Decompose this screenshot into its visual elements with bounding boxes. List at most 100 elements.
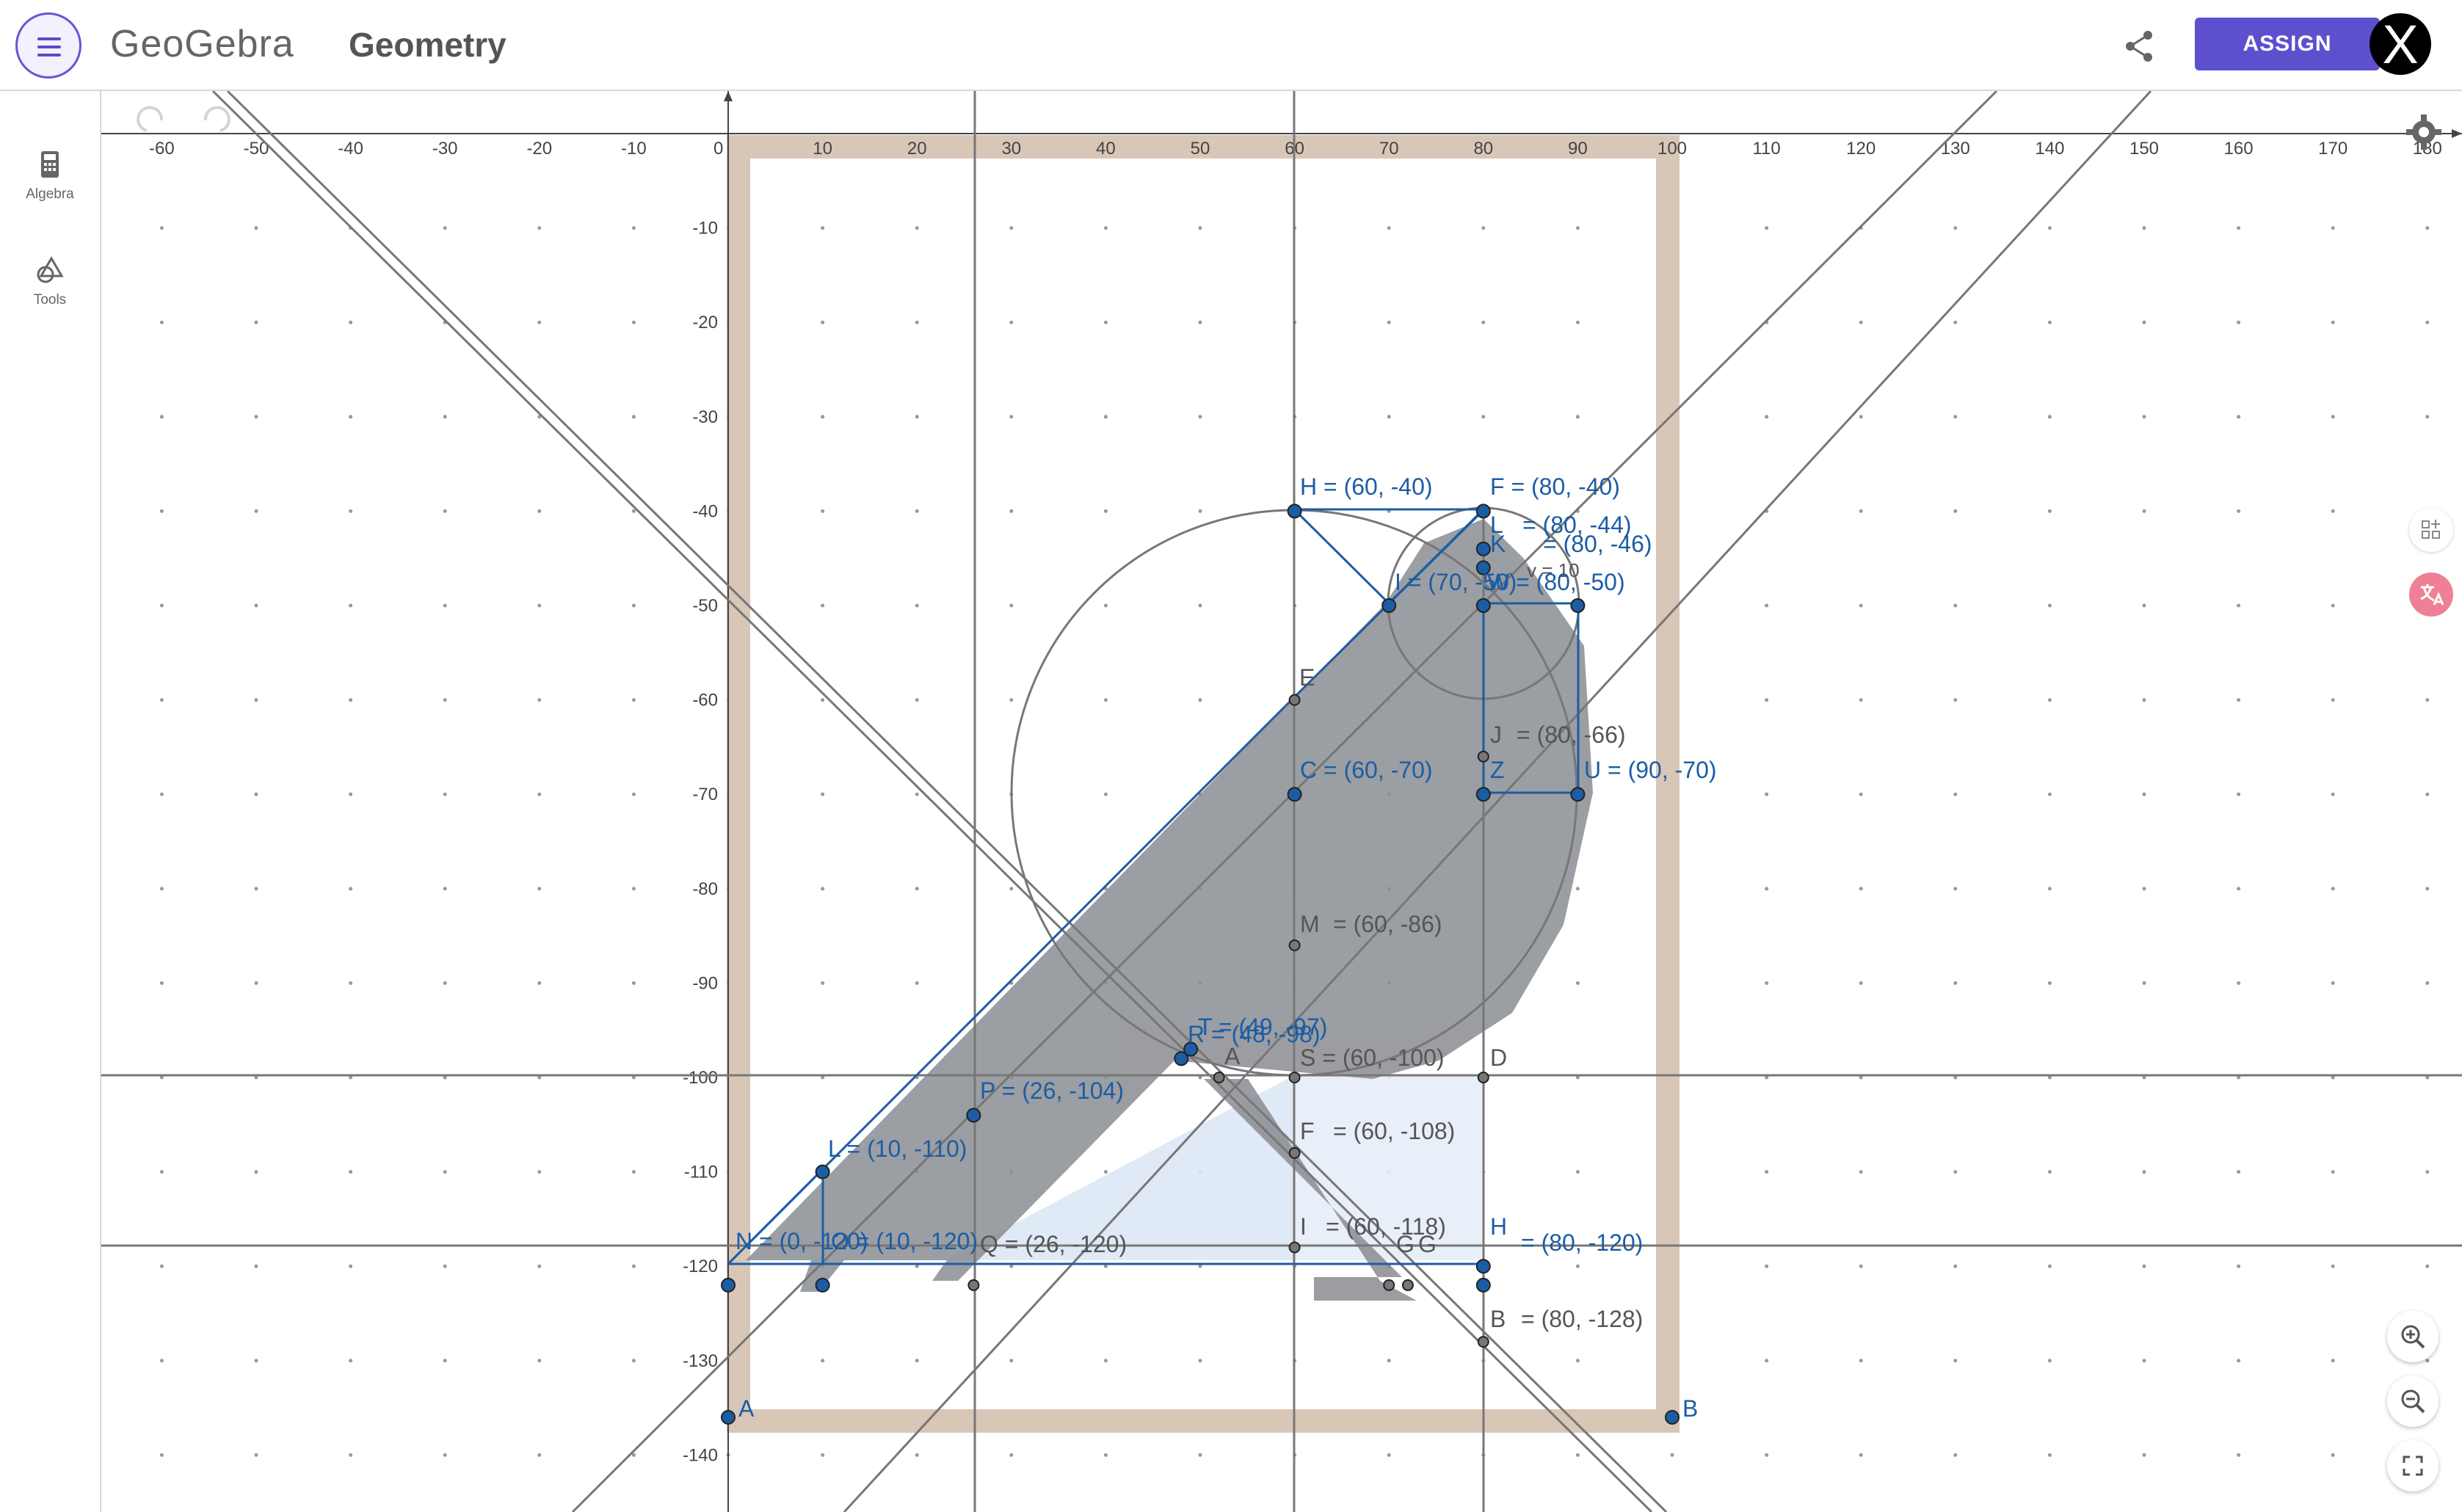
point-H[interactable] — [1287, 504, 1302, 519]
settings-gear-icon[interactable] — [2406, 115, 2441, 150]
grid-dot — [1009, 226, 1014, 230]
grid-dot — [2331, 792, 2335, 796]
y-tick-label: -40 — [692, 501, 718, 521]
style-bar-toggle[interactable] — [2409, 508, 2453, 552]
grid-dot — [1953, 1170, 1958, 1174]
grid-dot — [254, 1075, 258, 1080]
point-U-top[interactable] — [1570, 598, 1586, 613]
menu-icon-line — [37, 37, 61, 40]
translate-button[interactable] — [2409, 573, 2453, 617]
x-tick-label: 160 — [2224, 139, 2254, 159]
grid-dot — [1481, 226, 1486, 230]
geogebra-logo: GeoGebra — [110, 23, 294, 65]
point-D1[interactable] — [1477, 1072, 1489, 1083]
grid-dot — [254, 1264, 258, 1268]
menu-icon-line — [37, 54, 61, 57]
grid-dot — [537, 981, 542, 985]
point-H1b[interactable] — [1475, 1277, 1491, 1293]
point-B[interactable] — [1665, 1409, 1680, 1425]
grid-dot — [1765, 981, 1769, 985]
share-icon[interactable] — [2121, 28, 2158, 65]
grid-dot — [1009, 1264, 1014, 1268]
grid-dot — [349, 981, 353, 985]
grid-dot — [2331, 1453, 2335, 1457]
point-J1[interactable] — [1477, 750, 1489, 763]
grid-dot — [2047, 415, 2052, 419]
fullscreen-button[interactable] — [2387, 1440, 2439, 1491]
point-P[interactable] — [966, 1108, 981, 1123]
point-L1[interactable] — [1475, 541, 1491, 556]
user-avatar[interactable]: X — [2370, 13, 2431, 75]
grid-dot — [537, 1453, 542, 1457]
sidebar-item-tools[interactable]: Tools — [0, 254, 100, 308]
grid-dot — [915, 981, 919, 985]
grid-dot — [443, 415, 447, 419]
label-Z: Z — [1490, 757, 1505, 783]
grid-dot — [159, 320, 164, 324]
undo-icon[interactable] — [137, 106, 164, 132]
label-C: C = (60, -70) — [1300, 757, 1433, 783]
grid-dot — [915, 1453, 919, 1457]
y-tick-label: -70 — [692, 785, 718, 804]
grid-dot — [2237, 792, 2241, 796]
point-A1[interactable] — [1213, 1072, 1225, 1083]
point-C[interactable] — [1287, 787, 1302, 802]
label-F: F = (80, -40) — [1490, 473, 1620, 500]
point-W[interactable] — [1475, 598, 1491, 613]
point-O[interactable] — [815, 1277, 830, 1293]
y-tick-label: -80 — [692, 879, 718, 899]
point-I1[interactable] — [1288, 1241, 1301, 1254]
grid-dot — [1198, 698, 1202, 702]
grid-dot — [1953, 698, 1958, 702]
point-E1[interactable] — [1288, 694, 1301, 706]
point-F[interactable] — [1475, 504, 1491, 519]
point-L[interactable] — [815, 1164, 830, 1180]
zoom-in-button[interactable] — [2387, 1311, 2439, 1362]
grid-dot — [1953, 603, 1958, 608]
point-S[interactable] — [1288, 1072, 1301, 1083]
point-Z[interactable] — [1475, 787, 1491, 802]
grid-dot — [1103, 1359, 1108, 1363]
grid-dot — [1765, 792, 1769, 796]
grid-dot — [1765, 1453, 1769, 1457]
grid-dot — [1953, 1359, 1958, 1363]
grid-dot — [2047, 792, 2052, 796]
points-layer — [721, 504, 1680, 1425]
grid-dot — [159, 603, 164, 608]
zoom-out-button[interactable] — [2387, 1375, 2439, 1427]
point-N[interactable] — [721, 1277, 736, 1293]
point-T[interactable] — [1183, 1042, 1199, 1057]
grid-dot — [631, 698, 636, 702]
point-G1[interactable] — [1401, 1279, 1414, 1291]
assign-button[interactable]: ASSIGN — [2195, 18, 2380, 70]
x-tick-label: 170 — [2318, 139, 2347, 159]
label-M1-value: = (60, -86) — [1333, 911, 1442, 937]
grid-dot — [349, 1453, 353, 1457]
redo-icon[interactable] — [203, 106, 230, 132]
grid-dot — [254, 226, 258, 230]
sidebar-item-algebra[interactable]: Algebra — [0, 148, 100, 203]
point-I[interactable] — [1381, 598, 1397, 613]
point-M1[interactable] — [1288, 939, 1301, 951]
grid-dot — [2425, 320, 2430, 324]
point-U[interactable] — [1570, 787, 1586, 802]
translate-icon — [2420, 584, 2444, 606]
point-A[interactable] — [721, 1409, 736, 1425]
point-G[interactable] — [1383, 1279, 1395, 1291]
grid-dot — [631, 320, 636, 324]
label-B1: B — [1490, 1306, 1506, 1332]
point-F1[interactable] — [1288, 1146, 1301, 1159]
grid-dot — [1859, 887, 1863, 891]
point-H1[interactable] — [1475, 1259, 1491, 1274]
grid-dot — [2237, 1359, 2241, 1363]
point-R[interactable] — [1174, 1051, 1189, 1066]
point-B1[interactable] — [1477, 1336, 1489, 1348]
point-K1[interactable] — [1475, 560, 1491, 575]
grid-dot — [159, 981, 164, 985]
grid-dot — [2142, 1359, 2146, 1363]
menu-button[interactable] — [15, 12, 81, 79]
grid-dot — [1103, 603, 1108, 608]
point-Q[interactable] — [967, 1279, 980, 1291]
grid-dot — [2425, 226, 2430, 230]
